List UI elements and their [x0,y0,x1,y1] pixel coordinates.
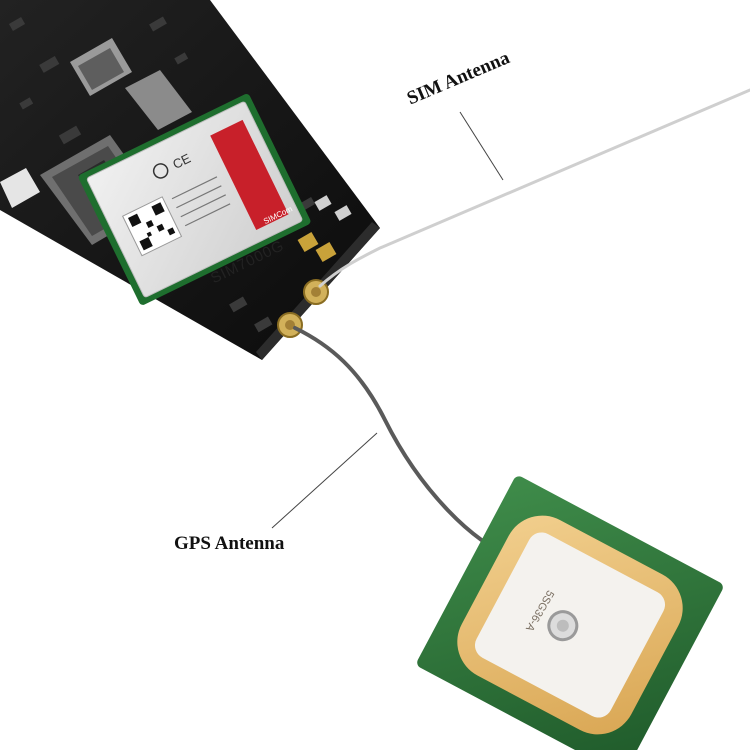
svg-text:CE: CE [170,150,193,172]
sim7000-module: CE [78,93,311,305]
gps-antenna-cable [293,326,514,558]
usb-c-connector [70,38,132,96]
qr-code [121,196,183,257]
gps-antenna-label: GPS Antenna [174,533,285,554]
battery-connector [125,70,192,130]
sim-callout-line [459,111,504,181]
gps-callout-line [271,432,378,529]
ufl-gps-connector [277,312,303,338]
reset-buttons [314,195,352,221]
ufl-pads [297,231,337,263]
gps-patch-antenna [417,476,723,755]
side-connector [0,168,40,208]
sim-antenna-wire [318,88,750,288]
